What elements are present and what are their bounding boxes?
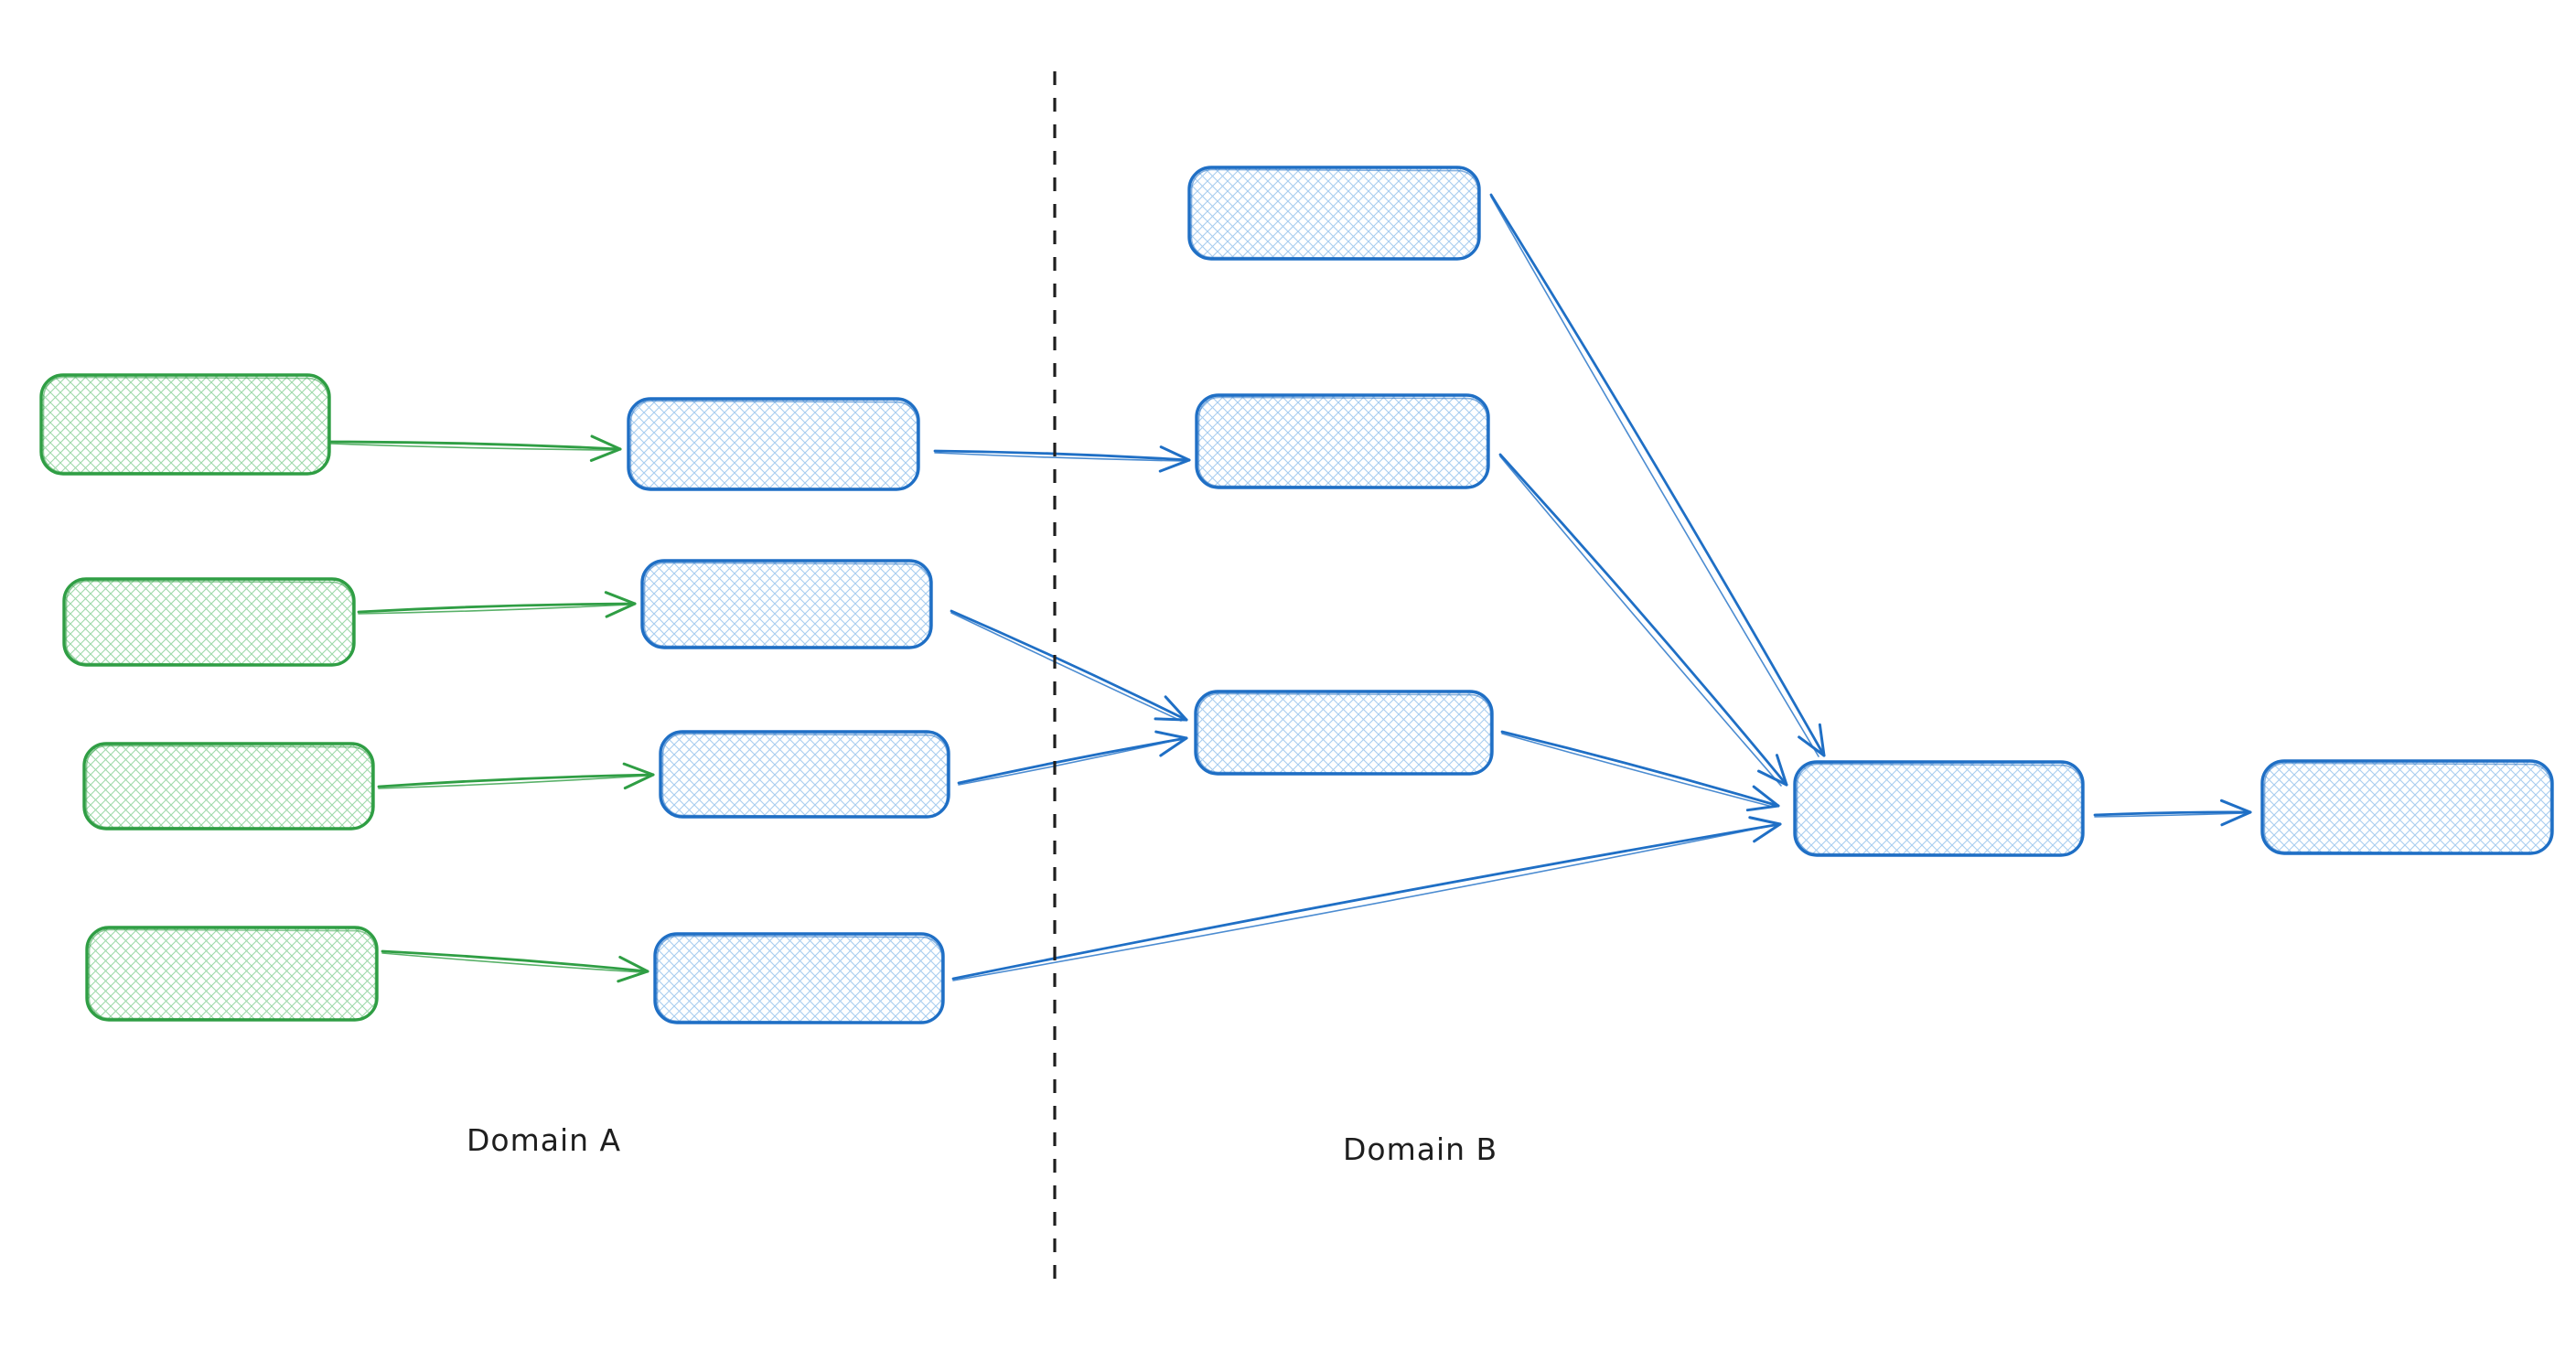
edge-domain-b-merge-to-domain-b-output	[2093, 799, 2252, 827]
node-domain-a-stage-1	[627, 397, 920, 491]
edge-domain-b-stage-2-to-domain-b-merge	[1498, 453, 1788, 787]
edge-domain-b-stage-3-to-domain-b-merge	[1500, 730, 1780, 812]
node-domain-a-stage-3	[659, 730, 950, 819]
domain-a-label: Domain A	[467, 1122, 621, 1158]
node-domain-b-output	[2260, 759, 2554, 855]
nodes-layer	[39, 166, 2554, 1024]
edge-domain-a-stage-3-to-domain-b-stage-3	[957, 730, 1188, 786]
node-domain-b-stage-2	[1195, 393, 1490, 489]
node-domain-a-stage-2	[640, 559, 933, 649]
edge-domain-a-input-1-to-domain-a-stage-1	[329, 434, 622, 462]
node-domain-b-merge	[1793, 760, 2085, 857]
edges-layer	[329, 193, 2252, 983]
edge-domain-a-input-3-to-domain-a-stage-3	[377, 762, 655, 790]
edge-domain-b-stage-1-to-domain-b-merge	[1489, 193, 1826, 757]
node-domain-b-stage-3	[1194, 690, 1494, 776]
edge-domain-a-stage-2-to-domain-b-stage-3	[950, 609, 1188, 722]
edge-domain-a-stage-1-to-domain-b-stage-2	[933, 445, 1191, 473]
edge-domain-a-stage-4-to-domain-b-merge	[951, 816, 1782, 981]
node-domain-a-input-3	[82, 742, 375, 831]
node-domain-a-stage-4	[653, 932, 945, 1024]
node-domain-b-stage-1	[1187, 166, 1481, 261]
edge-domain-a-input-4-to-domain-a-stage-4	[381, 949, 649, 983]
node-domain-a-input-2	[62, 577, 356, 667]
edge-domain-a-input-2-to-domain-a-stage-2	[357, 591, 637, 618]
domain-b-label: Domain B	[1343, 1131, 1497, 1167]
node-domain-a-input-4	[85, 926, 379, 1022]
node-domain-a-input-1	[39, 373, 331, 476]
